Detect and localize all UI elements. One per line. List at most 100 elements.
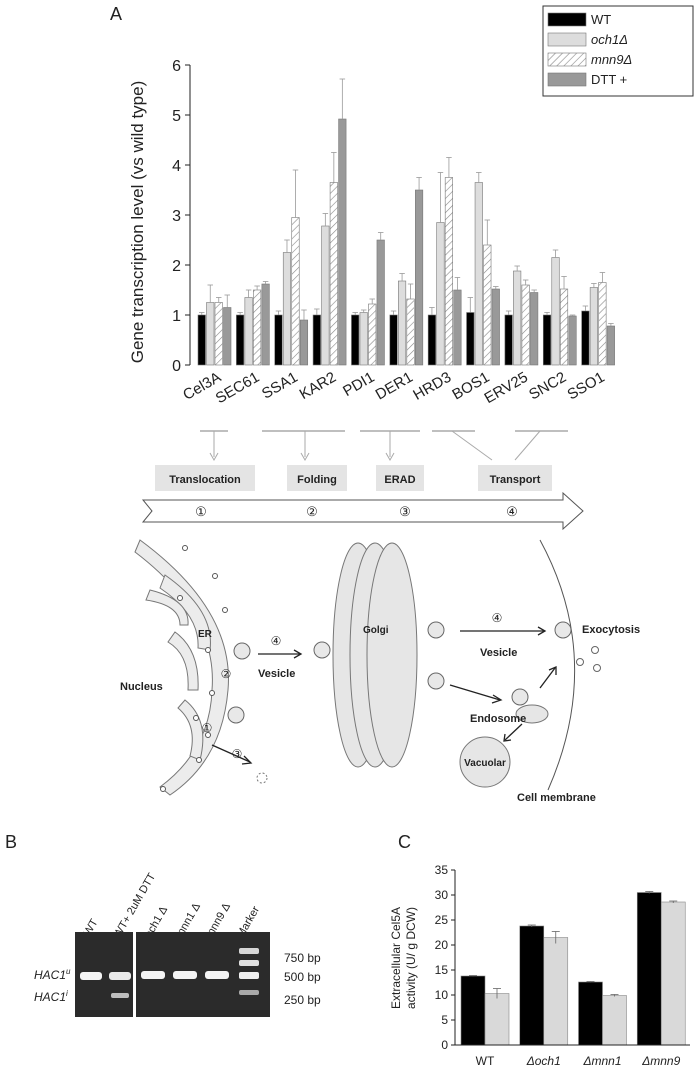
panel-letter-a: A (110, 4, 123, 24)
chart-c-xtick-label: WT (476, 1054, 495, 1068)
vesicle-right-label: Vesicle (480, 647, 517, 659)
chart-c-ytick-label: 30 (435, 888, 449, 902)
chart-a-ytick-label: 6 (172, 58, 181, 75)
chart-a-bar (559, 288, 569, 366)
stage-label-transport: Transport (490, 474, 541, 486)
chart-a-bar (261, 283, 270, 366)
chart-c-ytick-label: 10 (435, 988, 449, 1002)
chart-a-bar (206, 302, 215, 366)
erad-arrow (211, 744, 251, 763)
vacuole (459, 736, 511, 788)
endosome (515, 704, 549, 724)
chart-c-bar (519, 925, 545, 1046)
exocytosis-up-arrow-head (548, 666, 557, 675)
chart-a-bar (214, 302, 223, 366)
chart-c-bar (660, 901, 686, 1046)
chart-a-bar (291, 217, 300, 366)
chart-a-bar (329, 182, 338, 366)
chart-a-ytick-label: 4 (172, 158, 181, 175)
gel-band-och1-u (141, 971, 165, 979)
er-structure (134, 539, 229, 796)
chart-a-bar (415, 189, 424, 366)
ribosome-dots (160, 545, 228, 792)
chart-a-legend-swatch (547, 32, 587, 47)
chart-a-legend-swatch (547, 72, 587, 87)
gel-band-mnn1-u (173, 971, 197, 979)
chart-a-bar (253, 289, 262, 366)
golgi-label: Golgi (363, 625, 389, 636)
chart-c-xtick-label: Δoch1 (526, 1054, 561, 1068)
bp-250-label: 250 bp (284, 993, 321, 1007)
gel-band-dtt-i (111, 993, 129, 998)
chart-a-bar (427, 314, 436, 366)
chart-a-bar (444, 177, 453, 366)
vesicle-left-label: Vesicle (258, 668, 295, 680)
endosome-arrow (449, 684, 501, 701)
chart-a-xtick-label: SNC2 (526, 369, 569, 404)
er-label: ER (198, 629, 213, 640)
chart-a-xtick-label: HRD3 (410, 369, 454, 404)
chart-a-xtick-label: KAR2 (297, 369, 339, 403)
chart-c-bar (484, 993, 510, 1046)
chart-a-bar (299, 319, 309, 366)
gel-image (75, 932, 270, 1017)
vesicle-right-arrow-head (537, 626, 547, 636)
arrow-number-3: ③ (399, 504, 411, 519)
chart-c-xtick-label: Δmnn9 (641, 1054, 680, 1068)
bp-500-label: 500 bp (284, 970, 321, 984)
chart-a-ytick-label: 5 (172, 108, 181, 125)
chart-a-bar (504, 314, 513, 366)
stage-box-translocation (155, 465, 255, 491)
stage-box-folding (287, 465, 347, 491)
chart-a-legend-label: DTT + (591, 72, 627, 87)
right-vesicle-bottom (427, 672, 445, 690)
chart-a-bar (359, 312, 368, 366)
chart-a-bar (274, 314, 283, 366)
golgi-vesicle (313, 641, 331, 659)
bp-750-label: 750 bp (284, 951, 321, 965)
chart-a-bar (321, 225, 330, 366)
cell-membrane-label: Cell membrane (517, 792, 596, 804)
connector-erad-arrow (385, 452, 395, 462)
gel-band-dtt-u (109, 972, 131, 980)
chart-a-legend-label: och1Δ (591, 32, 628, 47)
chart-a-bar (282, 252, 292, 366)
hac1-i-label: HAC1i (34, 989, 68, 1004)
arrow-number-1: ① (195, 504, 207, 519)
chart-c-ytick-label: 15 (435, 963, 449, 977)
cell-membrane (539, 539, 576, 791)
chart-a-bar (338, 118, 347, 366)
connector-transport-a (451, 430, 493, 461)
arrow-number-4: ④ (506, 504, 518, 519)
chart-a-bar (521, 284, 530, 366)
right-vesicle-top (427, 621, 445, 639)
chart-a-ytick-label: 1 (172, 308, 181, 325)
chart-a-bar (474, 182, 483, 366)
gel-marker-500 (239, 960, 259, 966)
chart-a-ytick-label: 2 (172, 258, 181, 275)
chart-a-bar (236, 314, 245, 366)
secreted-proteins (576, 646, 601, 672)
chart-c-ytick-label: 35 (435, 863, 449, 877)
chart-a-xtick-label: PDI1 (340, 369, 377, 400)
chart-a-bar (376, 239, 385, 366)
chart-a-bar (542, 314, 552, 366)
gel-marker-400 (239, 972, 259, 979)
chart-a-bar (551, 257, 560, 366)
stage-label-folding: Folding (297, 474, 337, 486)
chart-c-ylabel-2: activity (U/ g DCW) (404, 907, 418, 1009)
chart-a-ytick-label: 0 (172, 358, 181, 375)
exocytosis-up-arrow (539, 667, 556, 689)
stage-box-erad (376, 465, 424, 491)
chart-c-bar (460, 975, 486, 1046)
chart-c-ytick-label: 20 (435, 938, 449, 952)
endosome-arrow-head (491, 694, 503, 704)
golgi-apparatus (332, 542, 418, 768)
arrow-number-2: ② (306, 504, 318, 519)
chart-a-legend-label: WT (591, 12, 611, 27)
chart-a-bar (351, 314, 360, 366)
stage-box-transport (478, 465, 552, 491)
chart-a-xtick-label: SEC61 (213, 369, 263, 407)
chart-a-ytick-label: 3 (172, 208, 181, 225)
